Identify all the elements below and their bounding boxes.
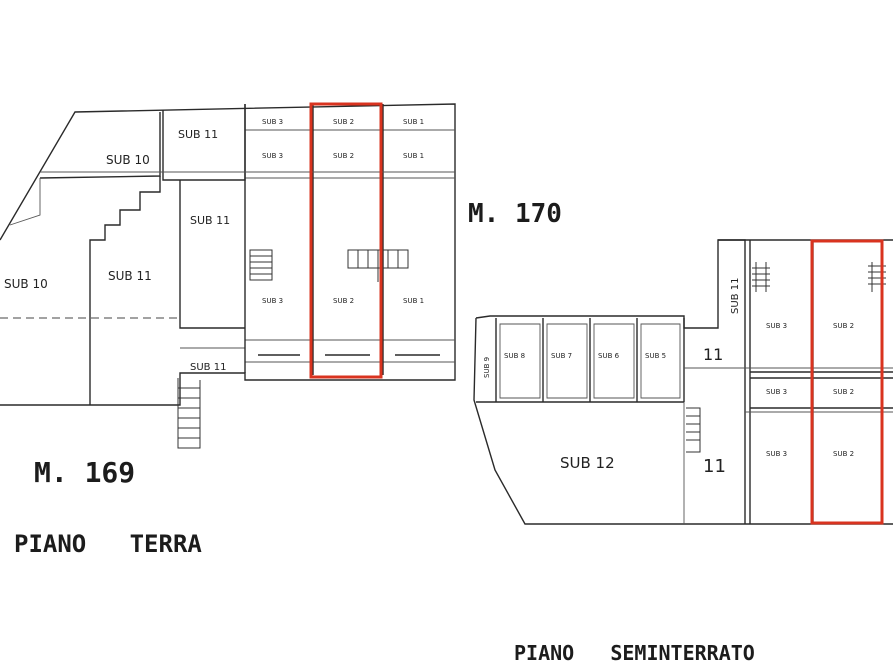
label-sub11-mid: SUB 11 — [190, 214, 230, 227]
label-sub11-bottom: SUB 11 — [190, 362, 226, 373]
label-low-sub2: SUB 2 — [833, 450, 854, 458]
stair-exterior — [177, 378, 201, 449]
stair-right-left — [752, 262, 770, 292]
wall-row-dividers — [245, 129, 455, 363]
label-sub9: SUB 9 — [483, 357, 491, 378]
label-sub7: SUB 7 — [551, 352, 572, 360]
wall-sub11-top — [162, 104, 246, 181]
label-row1-sub1: SUB 1 — [403, 118, 424, 126]
wall-cellar-bands — [745, 367, 893, 413]
label-cellar-sub2: SUB 2 — [833, 322, 854, 330]
plan-piano-seminterrato: M. 170 SUB 9 SUB 8 SUB 7 SUB 6 SUB 5 11 … — [468, 199, 893, 665]
outer-wall-left — [0, 103, 456, 406]
label-sub10-upper: SUB 10 — [106, 153, 150, 167]
label-sub12: SUB 12 — [560, 454, 615, 472]
label-garage-sub3: SUB 3 — [262, 297, 283, 305]
highlight-sub2-terra — [309, 102, 383, 379]
floor-label-piano-terra: PIANO TERRA — [14, 530, 202, 558]
stair-unit3 — [249, 249, 273, 281]
stair-right-right — [868, 262, 886, 292]
label-sub10-main: SUB 10 — [4, 277, 48, 291]
wall-garage-boxes — [476, 318, 685, 403]
label-cellar-sub3: SUB 3 — [766, 322, 787, 330]
wall-box-inner — [499, 323, 681, 399]
label-mid-sub3: SUB 3 — [766, 388, 787, 396]
label-sub8: SUB 8 — [504, 352, 525, 360]
wall-sub11-strip — [718, 239, 746, 524]
highlight-sub2-seminterrato — [810, 239, 884, 525]
stair-right-lower — [686, 407, 701, 453]
plan-piano-terra: SUB 10 SUB 11 SUB 10 SUB 11 SUB 11 SUB 1… — [0, 102, 456, 558]
label-low-sub3: SUB 3 — [766, 450, 787, 458]
wall-corridor — [683, 367, 745, 524]
wall-sub10-upper — [39, 112, 161, 179]
label-lower-11: 11 — [703, 456, 726, 477]
parcel-label-m170: M. 170 — [468, 199, 562, 229]
label-row2-sub2: SUB 2 — [333, 152, 354, 160]
stair-unit2-1 — [347, 249, 409, 282]
label-sub11-top: SUB 11 — [178, 128, 218, 141]
wall-sub10-diagonal — [9, 178, 41, 226]
label-garage-sub1: SUB 1 — [403, 297, 424, 305]
label-small-11: 11 — [703, 345, 723, 364]
label-row2-sub1: SUB 1 — [403, 152, 424, 160]
label-row1-sub2: SUB 2 — [333, 118, 354, 126]
label-sub5: SUB 5 — [645, 352, 666, 360]
wall-stepped — [89, 176, 161, 405]
label-row1-sub3: SUB 3 — [262, 118, 283, 126]
label-sub11-main: SUB 11 — [108, 269, 152, 283]
label-sub6: SUB 6 — [598, 352, 620, 360]
wall-sub11-mid — [179, 180, 245, 329]
wall-unit-dividers — [244, 104, 384, 375]
label-garage-sub2: SUB 2 — [333, 297, 354, 305]
label-vertical-sub11: SUB 11 — [730, 278, 741, 314]
label-row2-sub3: SUB 3 — [262, 152, 283, 160]
floor-label-piano-seminterrato: PIANO SEMINTERRATO — [514, 641, 755, 665]
label-mid-sub2: SUB 2 — [833, 388, 854, 396]
parcel-label-m169: M. 169 — [34, 456, 135, 489]
